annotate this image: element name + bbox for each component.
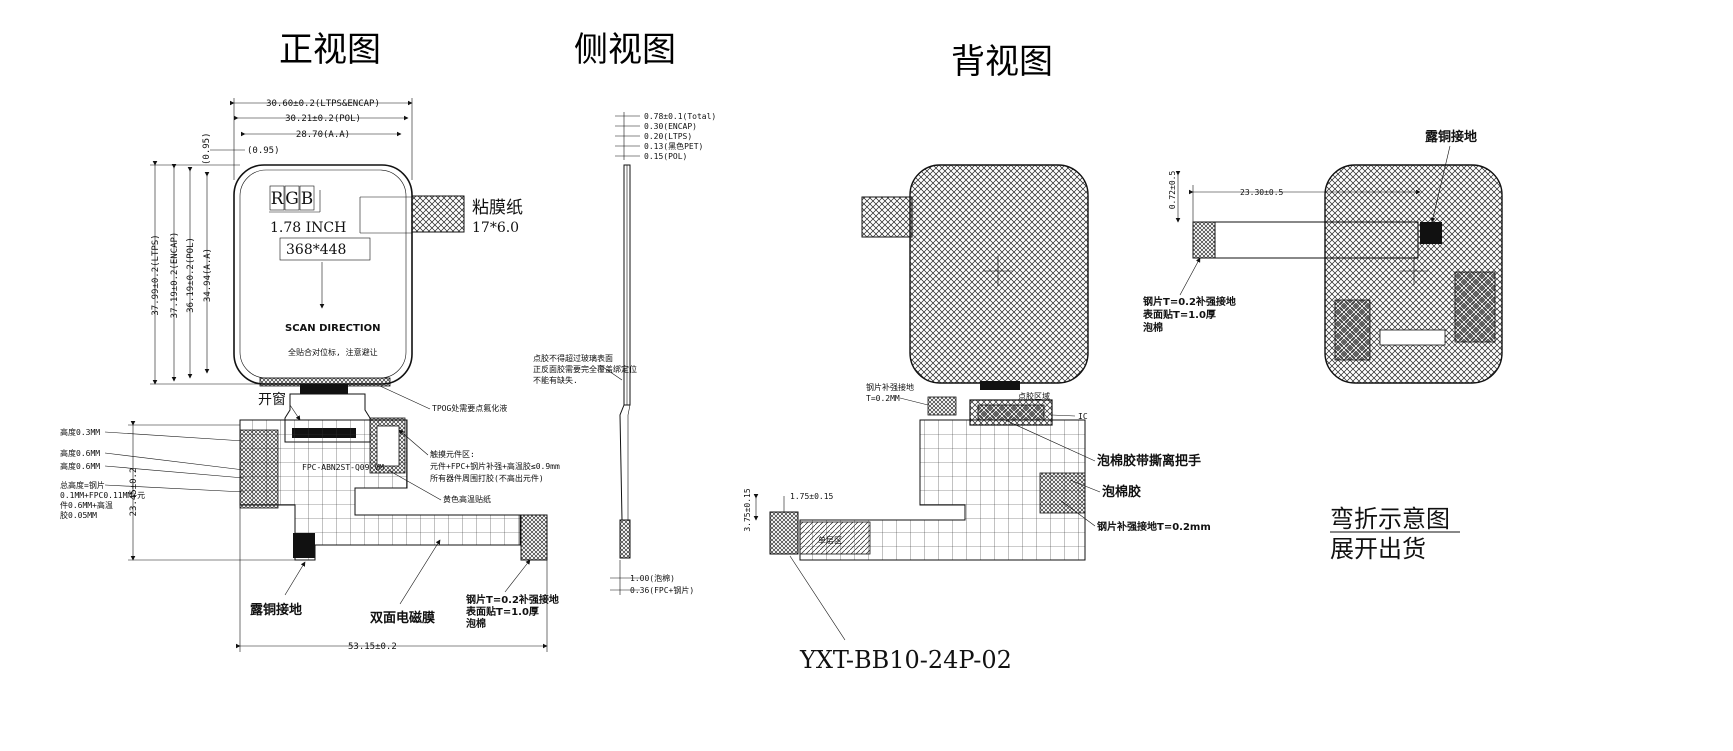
adhesive-paper-size: 17*6.0 <box>472 220 519 236</box>
total-height-line4: 胶0.05MM <box>60 510 97 520</box>
front-display-inner <box>239 169 407 379</box>
bend-view: 露铜接地 0.72±0.5 23.30±0.5 钢片T=0.2补强接地 表面贴T… <box>1142 129 1503 563</box>
back-steel-ground <box>927 396 957 416</box>
scan-direction-label: SCAN DIRECTION <box>285 323 380 334</box>
height-06-label-b: 高度0.6MM <box>60 461 100 471</box>
bend-fpc-tail <box>1192 221 1216 259</box>
fpc-board <box>239 419 521 561</box>
side-dim-pet: 0.13(黑色PET) <box>644 141 703 151</box>
dim-width-pol: 30.21±0.2(POL) <box>285 114 361 124</box>
title-back-view: 背视图 <box>951 42 1053 82</box>
single-layer-label: 单层区 <box>818 535 842 545</box>
steel-plate-line1: 钢片T=0.2补强接地 <box>466 593 559 606</box>
total-height-line1: 总高度=钢片 <box>60 480 105 490</box>
back-adhesive-tab <box>861 196 913 238</box>
foam-tape-handle-label: 泡棉胶带撕离把手 <box>1097 453 1201 469</box>
rgb-label: R G B <box>269 185 315 211</box>
touch-area-title: 触摸元件区: <box>430 449 475 459</box>
rgb-g: G <box>285 189 299 209</box>
side-dim-fpc-steel: 0.36(FPC+钢片) <box>630 585 694 595</box>
adhesive-paper-tab <box>411 195 465 233</box>
front-view: 30.60±0.2(LTPS&ENCAP) 30.21±0.2(POL) 28.… <box>60 98 560 652</box>
back-steel-thickness: T=0.2MM <box>866 394 900 403</box>
height-06-label-a: 高度0.6MM <box>60 448 100 458</box>
side-dim-pol: 0.15(POL) <box>644 152 687 161</box>
bend-steel-line3: 泡棉 <box>1143 321 1163 334</box>
foam-adhesive-block <box>1039 472 1086 514</box>
total-height-line2: 0.1MM+FPC0.11MM+元 <box>60 491 145 500</box>
ic-label: IC <box>1078 412 1088 421</box>
dim-072: 0.72±0.5 <box>1168 171 1177 210</box>
bend-copper-label: 露铜接地 <box>1425 129 1477 145</box>
emi-film-label: 双面电磁膜 <box>370 610 435 626</box>
back-fpc-tail <box>769 511 799 555</box>
foam-adhesive-label: 泡棉胶 <box>1102 484 1141 500</box>
tpog-note: TPOG处需要点氟化液 <box>432 403 507 413</box>
dim-height-aa: 34.94(A.A) <box>203 248 213 302</box>
side-note-3: 不能有缺失. <box>533 375 578 385</box>
rgb-b: B <box>301 189 314 209</box>
back-panel <box>909 164 1089 384</box>
bend-title-line2: 展开出货 <box>1330 535 1426 563</box>
dim-width-ltps: 30.60±0.2(LTPS&ENCAP) <box>266 99 380 109</box>
fpc-tail-connector <box>520 514 548 561</box>
side-note-1: 点胶不得超过玻璃表面 <box>533 353 613 363</box>
dim-5315: 53.15±0.2 <box>348 642 397 652</box>
side-dim-foam: 1.00(泡棉) <box>630 573 675 583</box>
dim-095-vertical: (0.95) <box>202 132 212 165</box>
window-label: 开窗 <box>258 391 286 408</box>
steel-plate-line3: 泡棉 <box>466 617 486 630</box>
back-fpc-board <box>799 419 1086 561</box>
yellow-tape-label: 黄色高温贴纸 <box>443 494 491 504</box>
resolution-text: 368*448 <box>286 242 346 258</box>
back-steel-label: 钢片补强接地 <box>866 382 914 392</box>
resolution-box <box>279 237 371 261</box>
component-block-left <box>239 429 279 509</box>
dispense-area-label: 点胶区域 <box>1018 391 1050 401</box>
back-steel-ground2-label: 钢片补强接地T=0.2mm <box>1097 520 1211 533</box>
copper-ground-pad <box>293 533 315 558</box>
touch-area-line2: 元件+FPC+钢片补强+高温胶≤0.9mm <box>430 461 560 471</box>
side-dim-ltps: 0.20(LTPS) <box>644 132 692 141</box>
dim-width-aa: 28.70(A.A) <box>296 130 350 140</box>
bend-steel-line1: 钢片T=0.2补强接地 <box>1143 295 1236 308</box>
steel-plate-line2: 表面贴T=1.0厚 <box>465 605 539 618</box>
dim-height-ltps: 37.99±0.2(LTPS) <box>151 234 161 315</box>
dim-height-pol: 36.19±0.2(POL) <box>186 237 196 313</box>
dim-175: 1.75±0.15 <box>790 492 834 501</box>
bend-steel-line2: 表面贴T=1.0厚 <box>1142 308 1216 321</box>
bend-copper-pad <box>1420 222 1442 244</box>
adhesive-paper-title: 粘膜纸 <box>472 198 523 218</box>
side-dim-total: 0.78±0.1(Total) <box>644 112 716 121</box>
touch-area-line3: 所有器件周围打胶(不高出元件) <box>430 473 544 483</box>
dim-375: 3.75±0.15 <box>743 488 752 532</box>
side-fpc <box>619 404 625 521</box>
bend-title-line1: 弯折示意图 <box>1330 505 1450 533</box>
title-front-view: 正视图 <box>279 30 381 70</box>
part-number: YXT-BB10-24P-02 <box>799 646 1012 674</box>
dim-095-horizontal: (0.95) <box>247 146 280 156</box>
title-side-view: 侧视图 <box>574 30 676 70</box>
note-alignment: 全贴合对位标, 注意避让 <box>288 347 378 357</box>
dim-2345: 23.45±0.2 <box>129 468 139 517</box>
height-03-label: 高度0.3MM <box>60 427 100 437</box>
fpc-code: FPC-ABN2ST-Q09-VM <box>302 463 384 472</box>
side-foam <box>619 519 631 559</box>
total-height-line3: 件0.6MM+高温 <box>60 500 113 510</box>
rgb-r: R <box>271 189 285 209</box>
ic-chip <box>977 404 1045 421</box>
side-dim-encap: 0.30(ENCAP) <box>644 122 697 131</box>
copper-ground-label: 露铜接地 <box>250 602 302 618</box>
display-size-text: 1.78 INCH <box>270 220 346 236</box>
dim-2330: 23.30±0.5 <box>1240 188 1284 197</box>
side-view: 0.78±0.1(Total) 0.30(ENCAP) 0.20(LTPS) 0… <box>533 112 716 595</box>
single-layer-zone <box>799 521 871 555</box>
dim-height-encap: 37.19±0.2(ENCAP) <box>170 232 180 319</box>
side-note-2: 正反面胶需要完全覆盖绑定位 <box>533 364 637 374</box>
back-view: 钢片补强接地 T=0.2MM 点胶区域 IC 泡棉胶带撕离把手 泡棉胶 钢片补强… <box>743 164 1211 674</box>
